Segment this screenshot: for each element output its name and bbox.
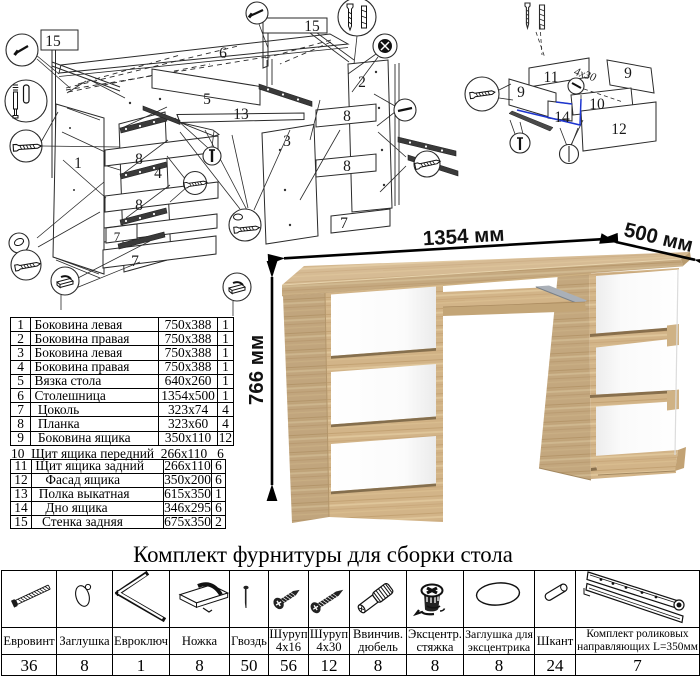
svg-text:8: 8 <box>135 151 143 168</box>
svg-text:9: 9 <box>517 84 525 101</box>
svg-text:8: 8 <box>135 197 143 214</box>
svg-text:12: 12 <box>611 121 627 138</box>
svg-text:15: 15 <box>304 18 320 35</box>
svg-text:7: 7 <box>131 253 139 270</box>
svg-text:13: 13 <box>233 106 249 123</box>
svg-text:15: 15 <box>45 33 61 50</box>
svg-text:766 мм: 766 мм <box>245 335 268 405</box>
svg-text:10: 10 <box>589 96 605 113</box>
svg-text:9: 9 <box>624 65 632 82</box>
svg-text:14: 14 <box>554 109 570 126</box>
svg-text:7: 7 <box>114 229 121 244</box>
svg-text:7: 7 <box>340 215 348 232</box>
svg-text:5: 5 <box>203 91 211 108</box>
svg-text:2: 2 <box>358 74 366 91</box>
svg-text:1354 мм: 1354 мм <box>422 223 505 251</box>
svg-text:8: 8 <box>343 158 351 175</box>
svg-text:6: 6 <box>219 45 227 62</box>
svg-text:3: 3 <box>283 133 291 150</box>
svg-text:1: 1 <box>74 155 82 172</box>
svg-text:4: 4 <box>154 165 162 182</box>
svg-text:8: 8 <box>343 108 351 125</box>
svg-text:11: 11 <box>544 69 559 86</box>
